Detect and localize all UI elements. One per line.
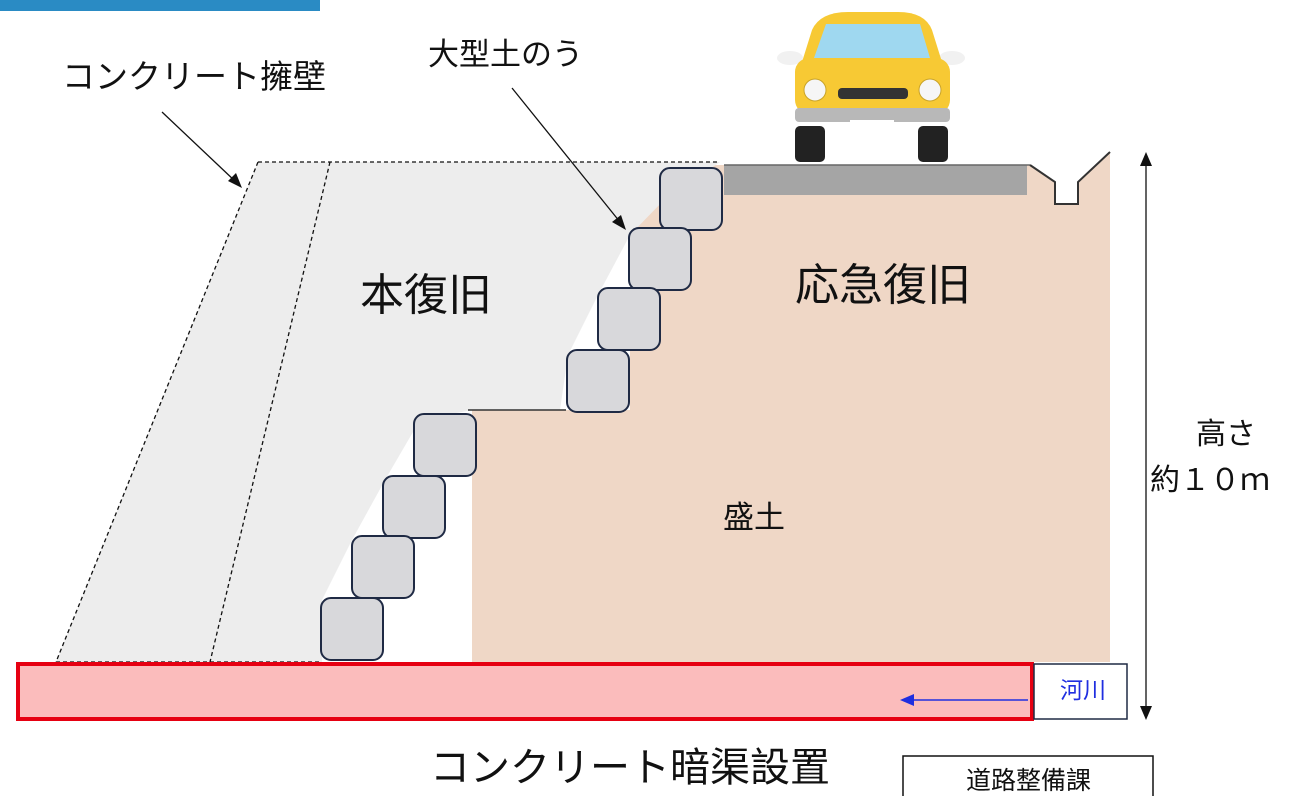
sandbag (320, 597, 384, 661)
car-icon (777, 12, 965, 162)
sandbag (382, 475, 446, 539)
culvert-label: コンクリート暗渠設置 (430, 745, 830, 791)
double-arrow-icon (1140, 152, 1152, 720)
height-label-line1: 高さ (1196, 417, 1256, 452)
gutter (1029, 151, 1111, 205)
permanent-restoration-label: 本復旧 (360, 270, 492, 321)
concrete-retaining-wall-label: コンクリート擁壁 (62, 57, 326, 96)
permanent-restoration-area (56, 162, 720, 662)
river-box (1033, 663, 1128, 720)
sandbag (351, 535, 415, 599)
large-sandbags (320, 167, 723, 661)
leader-line-wall (161, 111, 242, 188)
large-sandbag-label: 大型土のう (428, 37, 583, 73)
sandbag (628, 227, 692, 291)
road-surface (724, 165, 1027, 195)
leader-line-sandbag (511, 87, 626, 230)
emergency-restoration-label: 応急復旧 (795, 260, 971, 311)
department-box (902, 755, 1154, 796)
sandbag (413, 413, 477, 477)
department-label: 道路整備課 (966, 766, 1092, 795)
river-label: 河川 (1060, 678, 1106, 704)
concrete-culvert (16, 662, 1034, 721)
embankment-label: 盛土 (723, 500, 785, 536)
sandbag (566, 349, 630, 413)
sandbag (659, 167, 723, 231)
left-arrow-icon (900, 694, 1028, 706)
height-label-line2: 約１０ｍ (1150, 463, 1270, 498)
top-accent-bar (0, 0, 320, 11)
sandbag (597, 287, 661, 351)
